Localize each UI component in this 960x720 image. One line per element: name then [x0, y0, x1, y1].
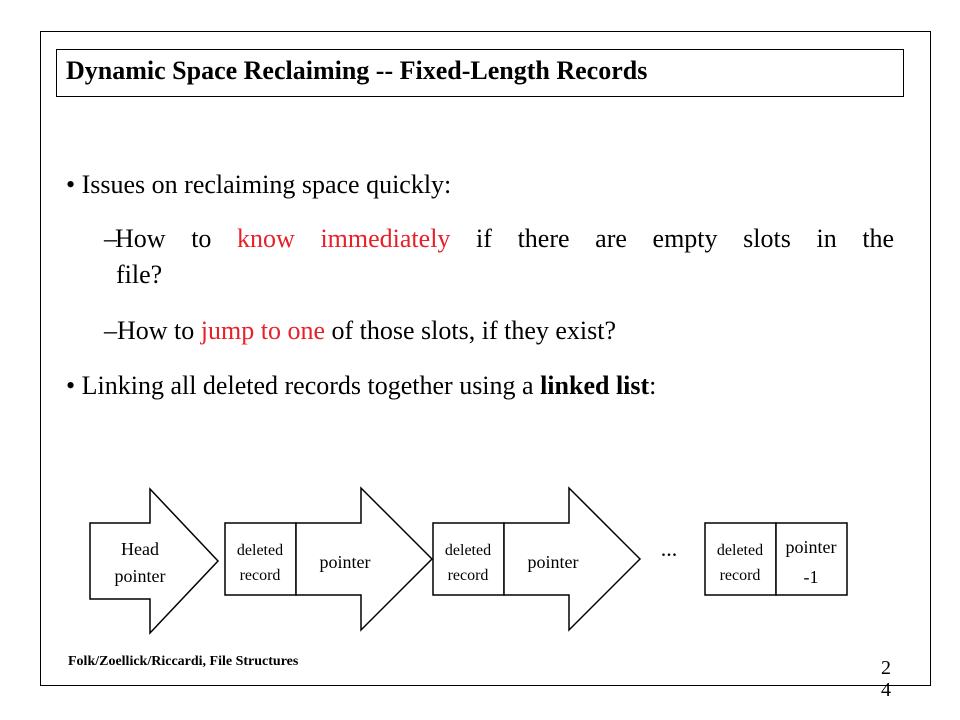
highlight-word: know [237, 224, 295, 253]
head-pointer-label: pointer [115, 566, 166, 586]
pointer-label: pointer [320, 552, 371, 572]
head-pointer-arrow [89, 487, 220, 635]
ellipsis: ... [661, 536, 678, 561]
sub-bullet-2-pre: –How to [104, 316, 201, 345]
word: slots [743, 224, 791, 253]
bullet-1-text: Issues on reclaiming space quickly: [81, 170, 452, 199]
bullet-2-post: : [649, 371, 657, 400]
node-1-pointer-arrow [295, 486, 434, 632]
record-label: deleted [445, 542, 491, 559]
slide-frame [40, 31, 931, 686]
record-label: record [448, 567, 489, 584]
word: empty [652, 224, 718, 253]
pointer-label: pointer [786, 537, 837, 557]
record-label: deleted [717, 542, 763, 559]
word: to [191, 224, 212, 253]
record-label: record [720, 567, 761, 584]
footer-citation: Folk/Zoellick/Riccardi, File Structures [68, 654, 299, 669]
bullet-2-bold: linked list [540, 371, 650, 400]
slide-title: Dynamic Space Reclaiming -- Fixed-Length… [66, 56, 648, 85]
highlight-word: immediately [320, 224, 451, 253]
word: are [595, 224, 627, 253]
sub-bullet-1-continuation: file? [116, 260, 163, 289]
node-1-record-box [224, 522, 297, 596]
head-pointer-label: Head [121, 539, 159, 559]
sub-bullet-1-dash: – [104, 224, 117, 253]
title-box [56, 49, 904, 97]
page-number-digit: 2 [881, 657, 891, 679]
page-number-digit: 4 [881, 679, 891, 701]
bullet-2-pre: Linking all deleted records together usi… [81, 371, 541, 400]
node-2-pointer-arrow [503, 486, 642, 632]
bullet-1: • Issues on reclaiming space quickly: [66, 170, 451, 200]
sub-bullet-2-highlight: jump to one [200, 316, 325, 345]
pointer-label: pointer [528, 552, 579, 572]
page-number: 2 4 [878, 657, 894, 701]
node-2-record-box [432, 522, 505, 596]
record-label: deleted [237, 542, 283, 559]
node-3-record-box [704, 522, 777, 596]
pointer-null-value: -1 [804, 567, 819, 587]
word: How [115, 224, 166, 253]
bullet-marker: • [66, 371, 76, 400]
word: the [862, 224, 895, 253]
record-label: record [240, 567, 281, 584]
word: if [476, 224, 492, 253]
bullet-marker: • [66, 170, 76, 199]
sub-bullet-1: –How to know immediately if there are em… [104, 224, 894, 254]
word: in [816, 224, 837, 253]
word: there [517, 224, 570, 253]
bullet-2: • Linking all deleted records together u… [66, 371, 656, 401]
sub-bullet-2: –How to jump to one of those slots, if t… [104, 316, 616, 346]
node-3-pointer-box [775, 522, 848, 596]
sub-bullet-2-post: of those slots, if they exist? [325, 316, 617, 345]
